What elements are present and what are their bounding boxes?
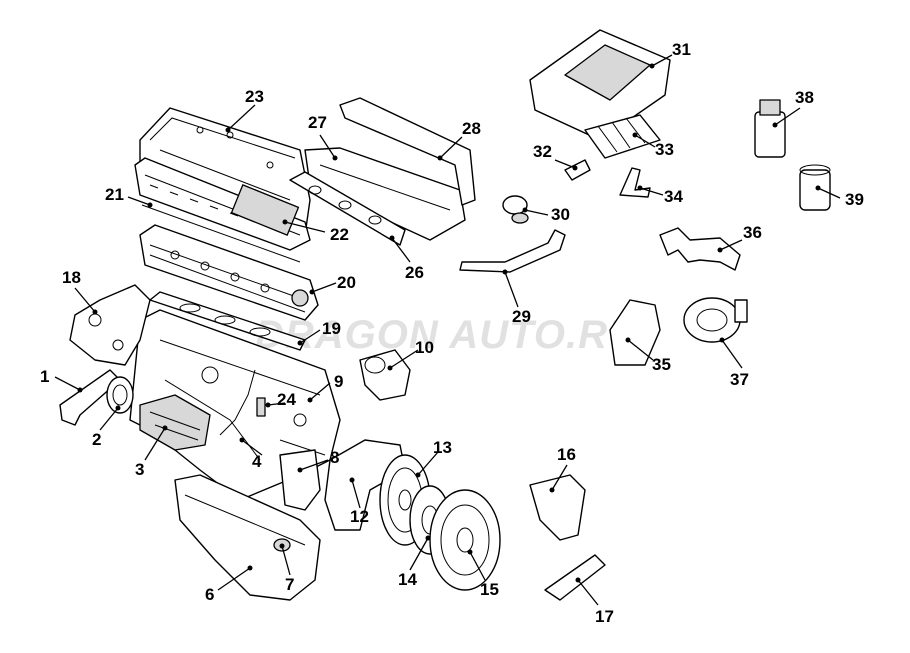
callout-18: 18 — [62, 268, 81, 287]
callout-29: 29 — [512, 307, 531, 326]
part-fuel-filter — [799, 164, 831, 211]
callout-36: 36 — [743, 223, 762, 242]
part-cylinder-head — [139, 224, 319, 321]
callout-8: 8 — [330, 448, 339, 467]
part-vacuum-pump — [683, 297, 748, 343]
callout-38: 38 — [795, 88, 814, 107]
callout-3: 3 — [135, 460, 144, 479]
callout-34: 34 — [664, 187, 683, 206]
callout-17: 17 — [595, 607, 614, 626]
part-timing-cover — [69, 284, 151, 366]
callout-35: 35 — [652, 355, 671, 374]
callout-23: 23 — [245, 87, 264, 106]
part-mount-bracket-8 — [279, 449, 321, 511]
part-thermostat-housing — [609, 299, 661, 366]
callout-31: 31 — [672, 40, 691, 59]
callout-7: 7 — [285, 575, 294, 594]
callout-12: 12 — [350, 507, 369, 526]
part-pressure-plate — [429, 489, 501, 591]
part-starter-motor — [359, 349, 411, 401]
callout-33: 33 — [655, 140, 674, 159]
callout-28: 28 — [462, 119, 481, 138]
part-cam-carrier — [134, 157, 311, 251]
callout-22: 22 — [330, 225, 349, 244]
callout-9: 9 — [334, 372, 343, 391]
callout-26: 26 — [405, 263, 424, 282]
part-manifold-gasket — [289, 171, 406, 246]
callout-10: 10 — [415, 338, 434, 357]
callout-32: 32 — [533, 142, 552, 161]
callout-19: 19 — [322, 319, 341, 338]
part-injection-pump — [139, 394, 211, 451]
part-oil-sump — [174, 474, 321, 601]
callout-labels: 1 2 3 4 6 7 8 9 10 12 13 14 15 16 17 18 … — [40, 40, 864, 626]
callout-2: 2 — [92, 430, 101, 449]
callout-13: 13 — [433, 438, 452, 457]
part-egr-valve — [502, 195, 529, 224]
part-bracket-1 — [59, 369, 121, 426]
callout-21: 21 — [105, 185, 124, 204]
callout-30: 30 — [551, 205, 570, 224]
part-bracket-34 — [619, 167, 651, 198]
callout-27: 27 — [308, 113, 327, 132]
callout-14: 14 — [398, 570, 417, 589]
callout-4: 4 — [252, 452, 262, 471]
part-crank-pulley — [106, 376, 134, 414]
callout-20: 20 — [337, 273, 356, 292]
watermark-text: DRAGON AUTO.RU — [255, 313, 638, 357]
part-adapter-plate — [324, 439, 406, 531]
part-gasket-21 — [141, 204, 301, 263]
part-dipstick-tube — [219, 369, 256, 436]
callout-15: 15 — [480, 580, 499, 599]
leader-lines — [54, 54, 841, 606]
part-heat-shield — [339, 97, 476, 206]
callout-24: 24 — [277, 390, 296, 409]
callout-1: 1 — [40, 367, 49, 386]
part-support-bracket — [544, 554, 606, 601]
part-air-filter-housing — [529, 29, 671, 141]
part-filter-head — [754, 99, 786, 158]
part-coolant-hose — [659, 227, 741, 271]
part-egr-pipe — [459, 229, 566, 273]
callout-39: 39 — [845, 190, 864, 209]
part-intake-hose — [584, 114, 661, 159]
callout-6: 6 — [205, 585, 214, 604]
part-small-hose — [564, 159, 591, 181]
part-engine-mount — [529, 474, 586, 541]
callout-37: 37 — [730, 370, 749, 389]
part-sensor-24 — [256, 397, 266, 417]
callout-16: 16 — [557, 445, 576, 464]
